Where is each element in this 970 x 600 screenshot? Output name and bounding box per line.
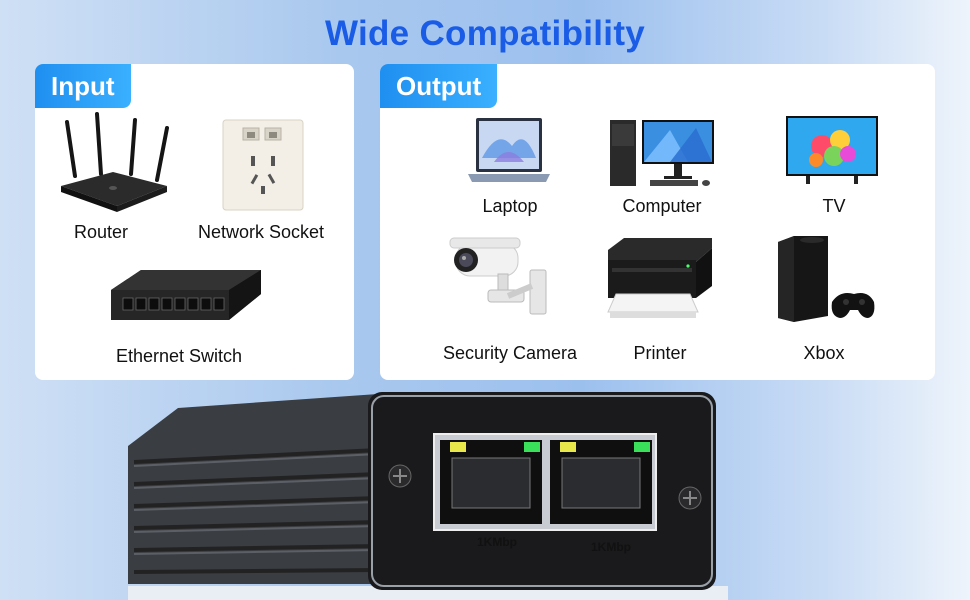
printer-icon <box>607 238 712 318</box>
xbox-icon <box>778 236 875 322</box>
computer-icon <box>610 120 714 186</box>
input-label-network-socket: Network Socket <box>197 222 325 242</box>
output-label-laptop: Laptop <box>482 196 538 216</box>
output-label-tv: TV <box>822 196 846 216</box>
input-tag: Input <box>35 64 131 108</box>
port-label-1: 1KMbp <box>477 535 517 549</box>
output-label-computer: Computer <box>622 196 702 216</box>
input-card: Input Router Network Socket <box>35 64 354 380</box>
page-title: Wide Compatibility <box>324 14 646 53</box>
input-label-router: Router <box>73 222 129 242</box>
output-label-xbox: Xbox <box>803 343 845 363</box>
router-icon <box>61 112 169 212</box>
port-label-2: 1KMbp <box>591 540 631 554</box>
tv-icon <box>786 116 878 184</box>
output-label-security-camera: Security Camera <box>442 343 578 363</box>
input-label-ethernet-switch: Ethernet Switch <box>115 346 243 366</box>
security-camera-icon <box>449 237 547 315</box>
output-card: Output Laptop Computer TV <box>380 64 935 380</box>
ethernet-switch-icon <box>111 270 261 320</box>
laptop-icon <box>468 118 550 182</box>
media-converter-device <box>128 392 716 590</box>
output-tag: Output <box>380 64 498 108</box>
network-socket-icon <box>222 119 304 211</box>
output-label-printer: Printer <box>633 343 687 363</box>
